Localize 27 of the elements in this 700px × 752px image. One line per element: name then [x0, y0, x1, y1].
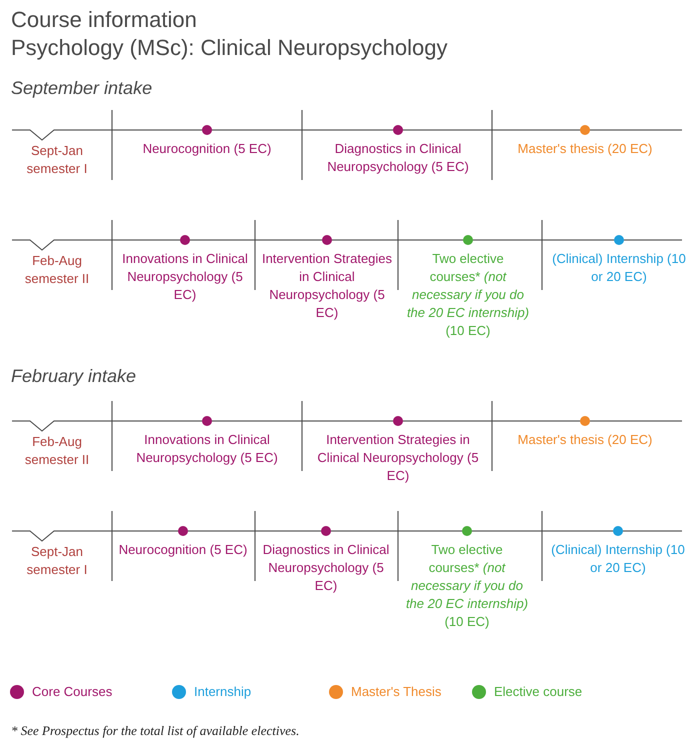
course-label: (Clinical) Internship (10 or 20 EC) [550, 541, 686, 577]
section-heading: September intake [11, 77, 152, 100]
course-label: Neurocognition (5 EC) [118, 541, 248, 559]
course-label: (Clinical) Internship (10 or 20 EC) [551, 250, 687, 286]
semester-label: Sept-Jan semester I [26, 142, 88, 178]
course-label: Two elective courses* (not necessary if you do the 20 EC internship) (10 EC) [405, 541, 529, 631]
legend-label: Master's Thesis [351, 683, 442, 701]
heading: Course information [11, 6, 197, 34]
course-label: Innovations in Clinical Neuropsychology (5 EC) [121, 250, 249, 304]
course-label: Master's thesis (20 EC) [516, 431, 654, 449]
semester-label: Sept-Jan semester I [26, 543, 88, 579]
course-label: Diagnostics in Clinical Neuropsychology (5 EC) [262, 541, 390, 595]
course-label: Master's thesis (20 EC) [516, 140, 654, 158]
semester-label: Feb-Aug semester II [24, 433, 90, 469]
course-label: Intervention Strategies in Clinical Neuropsychology (5 EC) [260, 250, 394, 322]
semester-label: Feb-Aug semester II [24, 252, 90, 288]
footnote: * See Prospectus for the total list of available electives. [11, 722, 300, 740]
legend-label: Elective course [494, 683, 582, 701]
legend-label: Internship [194, 683, 252, 701]
legend-label: Core Courses [32, 683, 112, 701]
course-label: Intervention Strategies in Clinical Neuropsychology (5 EC) [316, 431, 480, 485]
course-label: Diagnostics in Clinical Neuropsychology (5 EC) [326, 140, 470, 176]
section-heading: February intake [11, 365, 136, 388]
course-label: Innovations in Clinical Neuropsychology (5 EC) [135, 431, 279, 467]
course-label: Neurocognition (5 EC) [142, 140, 272, 158]
subheading: Psychology (MSc): Clinical Neuropsychology [11, 34, 448, 62]
course-label: Two elective courses* (not necessary if you do the 20 EC internship) (10 EC) [406, 250, 530, 340]
